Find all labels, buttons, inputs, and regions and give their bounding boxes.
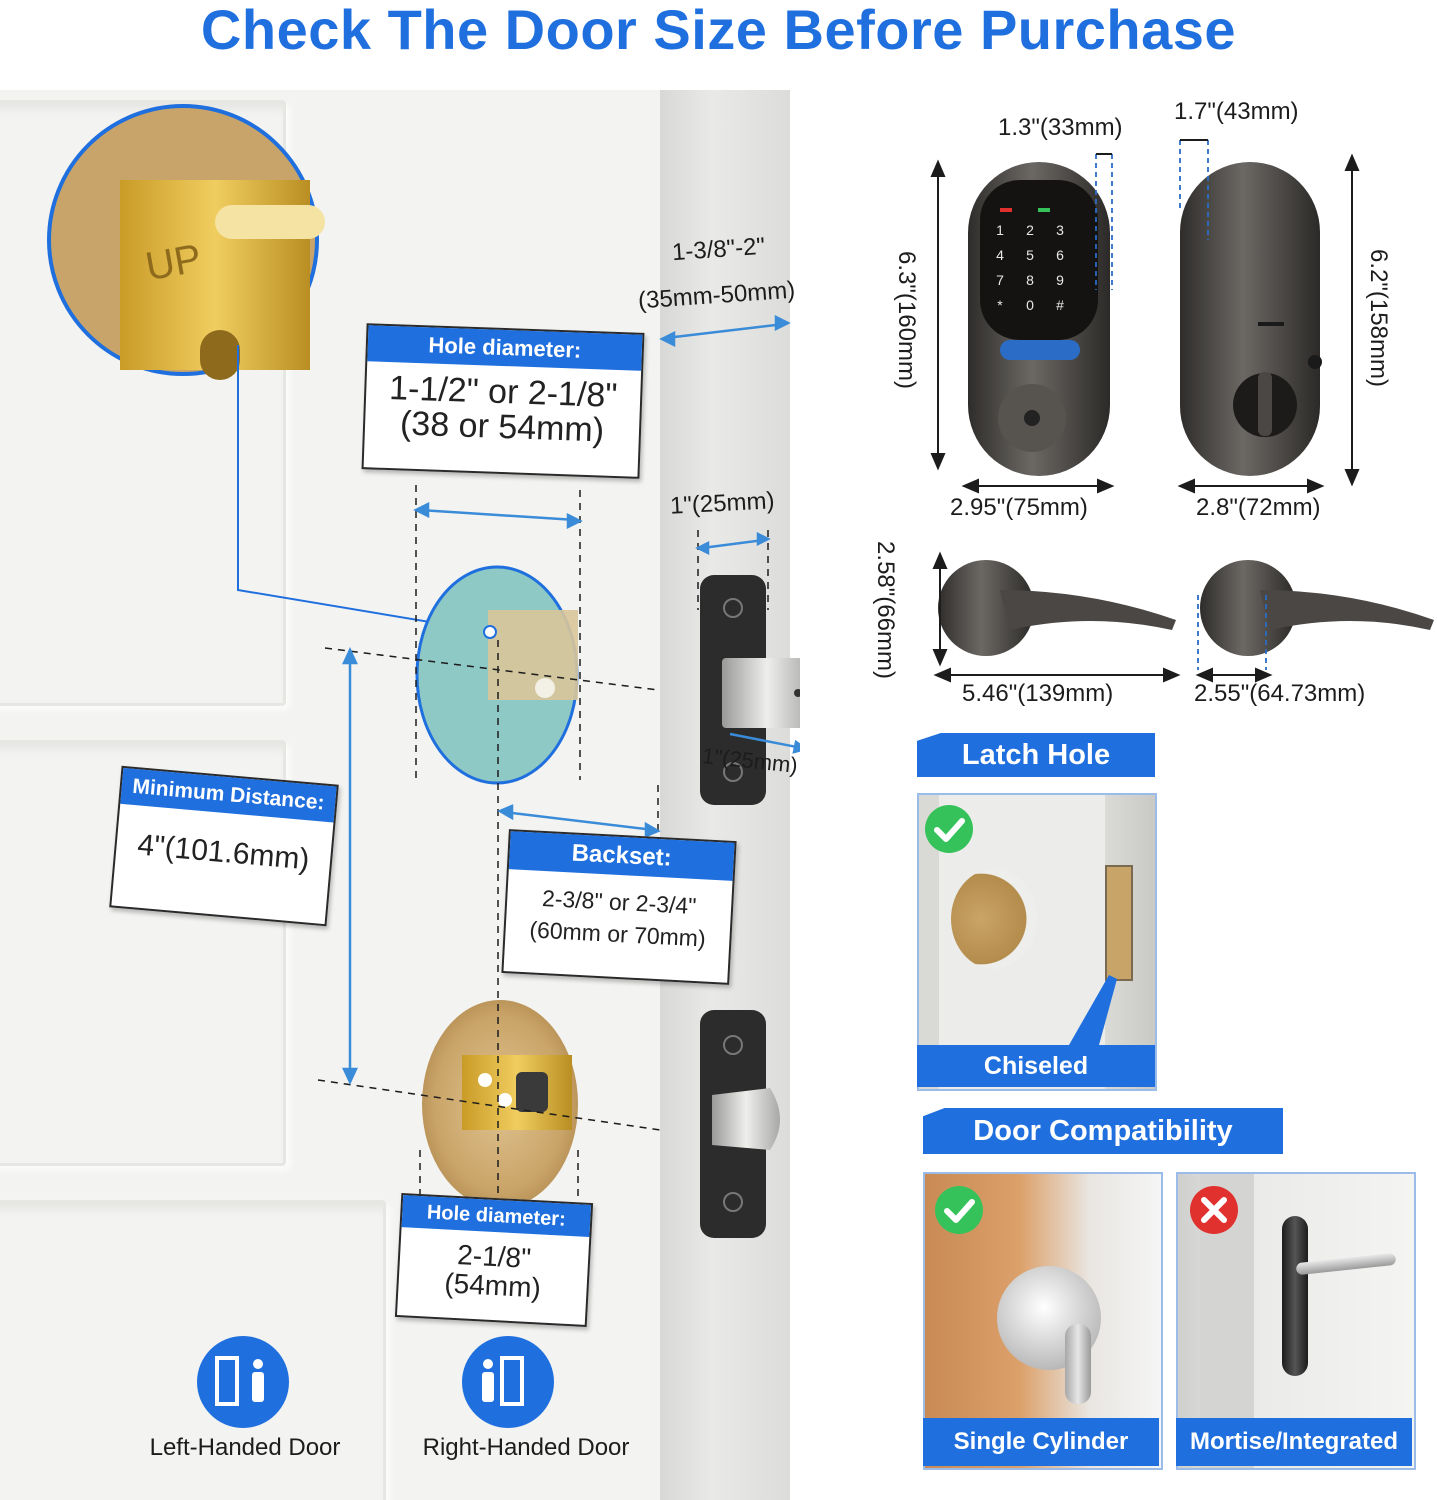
keypad-key: 4: [996, 247, 1004, 263]
latch-zoom-inset: UP: [47, 104, 325, 380]
keypad-key: *: [997, 297, 1003, 313]
page-title: Check The Door Size Before Purchase: [200, 0, 1237, 61]
label-header: Hole diameter:: [367, 325, 643, 371]
lever-handle-side: [1200, 560, 1434, 656]
keypad-depth-label: 1.3"(33mm): [998, 114, 1123, 141]
door-panel: [0, 740, 286, 1166]
top-bore-hole: [415, 565, 579, 785]
lever-length-label: 5.46"(139mm): [962, 680, 1114, 707]
left-handed-door-label: Left-Handed Door: [149, 1434, 341, 1461]
keypad-height-label: 6.3"(160mm): [893, 251, 920, 389]
single-cylinder-caption: Single Cylinder: [923, 1418, 1159, 1466]
door-compatibility-title: Door Compatibility: [923, 1108, 1283, 1154]
right-door-person-icon: [462, 1336, 554, 1428]
keypad-key: 6: [1056, 247, 1064, 263]
backset-label: Backset: 2-3/8" or 2-3/4" (60mm or 70mm): [501, 829, 737, 985]
keypad-key: 8: [1026, 272, 1034, 288]
latch-stamp-text: UP: [142, 236, 204, 289]
keypad-key: #: [1056, 297, 1064, 313]
keypad-key: 7: [996, 272, 1004, 288]
check-icon: [935, 1186, 983, 1234]
label-header: Hole diameter:: [401, 1195, 592, 1237]
door-panel: [0, 100, 286, 706]
keypad-key: 0: [1026, 297, 1034, 313]
door-panel: [0, 1200, 386, 1500]
cross-icon: [1190, 1186, 1238, 1234]
deadbolt-faceplate: [700, 575, 800, 805]
label-header: Backset:: [508, 831, 735, 881]
minimum-distance-label: Minimum Distance: 4"(101.6mm): [109, 765, 339, 927]
mortise-integrated-caption: Mortise/Integrated: [1176, 1418, 1412, 1466]
keypad-width-label: 2.95"(75mm): [950, 494, 1088, 521]
hole-diameter-top-label: Hole diameter: 1-1/2" or 2-1/8" (38 or 5…: [361, 323, 645, 479]
label-line: (38 or 54mm): [399, 404, 605, 450]
keypad-front-lock: 1 2 3 4 5 6 7 8 9 * 0 #: [968, 162, 1110, 476]
keypad-key: 9: [1056, 272, 1064, 288]
latch-hole-photo: [917, 793, 1157, 1091]
latch-hole-title: Latch Hole: [917, 733, 1155, 777]
latch-width-label: 1"(25mm): [669, 487, 776, 520]
back-height-label: 6.2"(158mm): [1365, 249, 1392, 387]
door-dimension-graphics: UP: [47, 104, 800, 1428]
lever-depth-label: 2.55"(64.73mm): [1194, 680, 1366, 707]
left-door-person-icon: [197, 1336, 289, 1428]
bottom-bore-hole: [422, 1000, 578, 1208]
chiseled-latch-recess: [1105, 865, 1133, 981]
key-image: [1065, 1324, 1091, 1404]
lever-height-label: 2.58"(66mm): [872, 541, 899, 679]
lever-handle-front: [938, 560, 1176, 656]
mortise-plate-image: [1282, 1216, 1308, 1376]
latch-hole-caption: Chiseled: [917, 1045, 1155, 1087]
hole-diameter-bottom-label: Hole diameter: 2-1/8" (54mm): [394, 1193, 594, 1327]
back-width-label: 2.8"(72mm): [1196, 494, 1321, 521]
latch-faceplate: [700, 1010, 780, 1238]
back-depth-label: 1.7"(43mm): [1174, 98, 1299, 125]
keypad-key: 2: [1026, 222, 1034, 238]
bore-hole-image: [951, 869, 1037, 969]
interior-lock-unit: [1180, 162, 1322, 476]
mortise-lever-image: [1295, 1252, 1397, 1276]
keypad-key: 1: [996, 222, 1004, 238]
right-handed-door-label: Right-Handed Door: [422, 1434, 630, 1461]
check-icon: [925, 805, 973, 853]
product-dimension-graphics: 1 2 3 4 5 6 7 8 9 * 0 #: [930, 139, 1434, 683]
keypad-key: 3: [1056, 222, 1064, 238]
keypad-key: 5: [1026, 247, 1034, 263]
